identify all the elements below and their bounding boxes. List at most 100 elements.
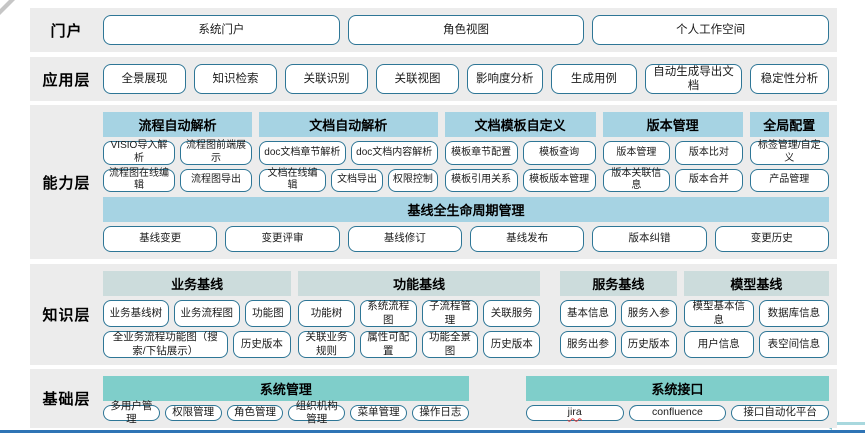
module-box: 基本信息 (560, 300, 616, 327)
module-box: 基线发布 (469, 226, 585, 252)
module-box: 知识检索 (194, 64, 277, 94)
arrow-tail (831, 422, 865, 425)
group-row: VISIO导入解析流程图前端展示 (103, 140, 252, 165)
group-capability-4: 全局配置标签管理/自定义产品管理 (749, 112, 830, 192)
group-row: 业务基线树业务流程图功能图 (103, 300, 292, 327)
layer-label-app: 应用层 (42, 71, 91, 89)
module-box: 关联服务 (483, 300, 541, 327)
module-box: 操作日志 (411, 405, 469, 421)
module-box: 历史版本 (232, 331, 292, 358)
module-box: 历史版本 (620, 331, 677, 358)
layer-band-app: 应用层全景展现知识检索关联识别关联视图影响度分析生成用例自动生成导出文档稳定性分… (30, 57, 837, 101)
group-header: 系统管理 (103, 376, 469, 401)
group-capability-2: 文档模板自定义模板章节配置模板查询模板引用关系模板版本管理 (444, 112, 596, 192)
module-box: 模板章节配置 (444, 141, 518, 165)
module-box: 文档导出 (331, 168, 383, 192)
group-row: 功能树系统流程图子流程管理关联服务 (298, 300, 541, 327)
module-box: 业务流程图 (173, 300, 240, 327)
module-box: 产品管理 (749, 168, 830, 192)
group-row: 流程图在线编辑流程图导出 (103, 168, 252, 192)
group-row: 服务出参历史版本 (560, 331, 677, 358)
module-box: 模板引用关系 (444, 168, 518, 192)
module-box: 影响度分析 (467, 64, 543, 94)
module-box: 功能全景图 (421, 331, 479, 358)
group-header: 全局配置 (749, 112, 830, 137)
group-capability-3: 版本管理版本管理版本比对版本关联信息版本合并 (602, 112, 743, 192)
module-box: 版本关联信息 (602, 168, 671, 192)
group-row: 关联业务规则属性可配置功能全景图历史版本 (298, 331, 541, 358)
module-box: 版本合并 (675, 168, 743, 192)
module-box: 子流程管理 (421, 300, 479, 327)
module-box: 历史版本 (483, 331, 541, 358)
group-base-0: 系统管理多用户管理权限管理角色管理组织机构管理菜单管理操作日志 (103, 376, 469, 425)
module-box: 基线修订 (347, 226, 462, 252)
module-box: 关联识别 (285, 64, 368, 94)
module-box: 角色管理 (226, 405, 284, 421)
group-row: 版本管理版本比对 (602, 141, 743, 165)
module-box: 数据库信息 (758, 300, 830, 327)
module-box: 稳定性分析 (749, 64, 829, 94)
module-box: jira (525, 405, 624, 421)
layer-label-portal: 门户 (50, 22, 83, 40)
group-header: 服务基线 (560, 271, 677, 296)
module-box: 流程图前端展示 (179, 140, 252, 165)
group-row: 产品管理 (749, 168, 830, 192)
group-row: 多用户管理权限管理角色管理组织机构管理菜单管理操作日志 (103, 400, 469, 425)
layer-content: 系统门户角色视图个人工作空间 (103, 8, 837, 52)
group-header: 模型基线 (683, 271, 830, 296)
baseline-row: 基线变更变更评审基线修订基线发布版本纠错变更历史 (103, 226, 829, 252)
group-knowledge-3: 模型基线模型基本信息数据库信息用户信息表空间信息 (683, 271, 830, 358)
module-box: 全业务流程功能图（搜索/下钻展示） (103, 331, 228, 358)
groups-row: 业务基线业务基线树业务流程图功能图全业务流程功能图（搜索/下钻展示）历史版本功能… (103, 271, 830, 358)
module-box: 自动生成导出文档 (645, 64, 742, 94)
window-edge-line (0, 430, 865, 433)
page-corner-decoration (0, 0, 15, 15)
module-box: 权限控制 (388, 168, 438, 192)
group-row: 文档在线编辑文档导出权限控制 (258, 168, 438, 192)
layer-band-base: 基础层系统管理多用户管理权限管理角色管理组织机构管理菜单管理操作日志 系统接口 ji… (30, 369, 837, 428)
group-row: 标签管理/自定义 (749, 140, 830, 165)
layer-content: 业务基线业务基线树业务流程图功能图全业务流程功能图（搜索/下钻展示）历史版本功能… (103, 264, 837, 365)
module-box: 服务出参 (560, 331, 616, 358)
group-knowledge-1: 功能基线功能树系统流程图子流程管理关联服务关联业务规则属性可配置功能全景图历史版… (298, 271, 541, 358)
module-box: 模板版本管理 (522, 168, 596, 192)
module-box: 业务基线树 (103, 300, 169, 327)
module-box: 关联业务规则 (298, 331, 355, 358)
group-row: 模型基本信息数据库信息 (683, 300, 830, 327)
layer-label-base: 基础层 (42, 391, 91, 408)
group-row: 模板引用关系模板版本管理 (444, 168, 596, 192)
module-box: 模板查询 (522, 141, 596, 165)
module-box: 版本纠错 (592, 226, 707, 252)
module-box: 接口自动化平台 (731, 405, 830, 421)
layer-band-portal: 门户 系统门户角色视图个人工作空间 (30, 8, 837, 52)
module-box: 流程图导出 (179, 168, 252, 192)
layer-label-knowledge: 知识层 (42, 307, 91, 324)
module-box: 用户信息 (683, 331, 754, 358)
group-header: 版本管理 (602, 112, 743, 137)
group-header: 系统接口 (525, 376, 829, 401)
module-box: 多用户管理 (103, 400, 160, 425)
module-box: 角色视图 (347, 15, 585, 45)
module-box: VISIO导入解析 (103, 140, 175, 165)
group-knowledge-2: 服务基线基本信息服务入参服务出参历史版本 (560, 271, 677, 358)
group-row: 用户信息表空间信息 (683, 331, 830, 358)
module-box: 权限管理 (164, 405, 222, 421)
module-box: 生成用例 (550, 64, 638, 94)
module-box: confluence (628, 405, 727, 421)
module-box: 属性可配置 (359, 331, 417, 358)
module-box: 服务入参 (620, 300, 677, 327)
module-box: 系统门户 (103, 15, 340, 45)
group-row: 全业务流程功能图（搜索/下钻展示）历史版本 (103, 331, 292, 358)
group-row: 版本关联信息版本合并 (602, 168, 743, 192)
module-box: 变更评审 (225, 226, 340, 252)
